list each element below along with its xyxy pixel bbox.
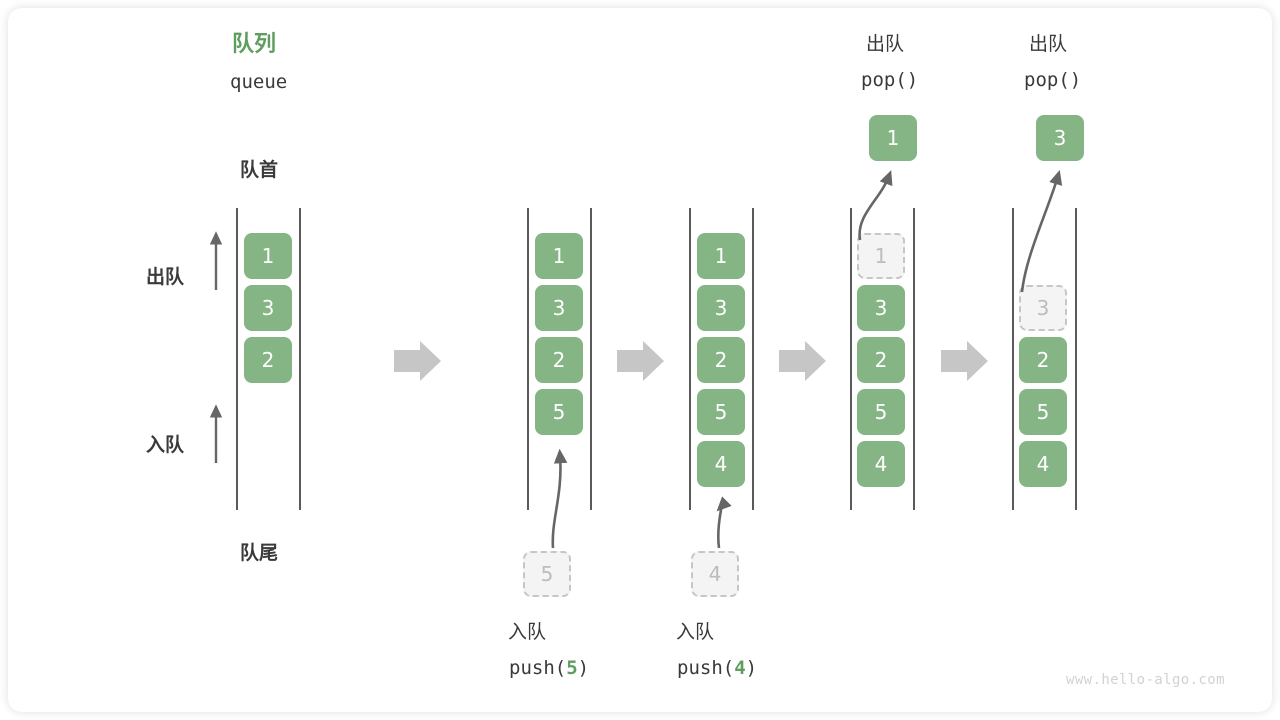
cell-step5-2: 2 [1019, 337, 1067, 383]
arrow-push-4 [716, 496, 732, 549]
push-2-code-arg: 4 [734, 657, 746, 679]
queue-rail-left-step1 [236, 208, 238, 510]
cell-step4-3: 5 [857, 389, 905, 435]
label-pop-1-cjk: 出队 [866, 33, 905, 55]
queue-rail-right-step3 [752, 208, 754, 510]
cell-step2-0: 1 [535, 233, 583, 279]
cell-step3-incoming: 4 [691, 551, 739, 597]
step-arrow-1 [394, 341, 441, 381]
cell-step1-0: 1 [244, 233, 292, 279]
cell-step2-2: 2 [535, 337, 583, 383]
push-1-code-prefix: push( [509, 657, 567, 679]
label-pop-2-cjk: 出队 [1029, 33, 1068, 55]
queue-rail-right-step4 [913, 208, 915, 510]
cell-step1-1: 3 [244, 285, 292, 331]
cell-step1-2: 2 [244, 337, 292, 383]
cell-step4-outgoing: 1 [869, 115, 917, 161]
push-1-code-arg: 5 [566, 657, 578, 679]
queue-rail-left-step5 [1012, 208, 1014, 510]
queue-rail-left-step4 [850, 208, 852, 510]
queue-rail-left-step2 [527, 208, 529, 510]
label-push-1-code: push(5) [509, 659, 589, 678]
cell-step2-1: 3 [535, 285, 583, 331]
arrow-pop-3 [1020, 170, 1063, 293]
arrow-push-5 [551, 448, 568, 549]
cell-step3-4: 4 [697, 441, 745, 487]
label-enqueue-side: 入队 [146, 434, 185, 456]
label-queue-front: 队首 [240, 159, 279, 181]
step-arrow-2 [617, 341, 664, 381]
queue-rail-right-step2 [590, 208, 592, 510]
cell-step3-3: 5 [697, 389, 745, 435]
label-queue-rear: 队尾 [240, 542, 279, 564]
cell-step2-incoming: 5 [523, 551, 571, 597]
cell-step5-outgoing: 3 [1036, 115, 1084, 161]
queue-rail-right-step5 [1075, 208, 1077, 510]
cell-step2-3: 5 [535, 389, 583, 435]
push-2-code-prefix: push( [677, 657, 735, 679]
queue-rail-left-step3 [689, 208, 691, 510]
cell-step4-2: 2 [857, 337, 905, 383]
label-push-2-code: push(4) [677, 659, 757, 678]
queue-rail-right-step1 [299, 208, 301, 510]
label-pop-1-code: pop() [861, 69, 919, 91]
arrow-pop-1 [858, 170, 893, 241]
cell-step5-4: 4 [1019, 441, 1067, 487]
cell-step3-2: 2 [697, 337, 745, 383]
cell-step4-1: 3 [857, 285, 905, 331]
push-1-code-suffix: ) [577, 657, 590, 679]
watermark: www.hello-algo.com [1066, 672, 1225, 688]
label-push-1-cjk: 入队 [508, 621, 547, 643]
step-arrow-3 [779, 341, 826, 381]
diagram-title-latin: queue [230, 71, 288, 93]
label-push-2-cjk: 入队 [676, 621, 715, 643]
label-dequeue-side: 出队 [146, 266, 185, 288]
cell-step3-1: 3 [697, 285, 745, 331]
push-2-code-suffix: ) [745, 657, 758, 679]
step-arrow-4 [941, 341, 988, 381]
cell-step5-3: 5 [1019, 389, 1067, 435]
cell-step3-0: 1 [697, 233, 745, 279]
label-pop-2-code: pop() [1024, 69, 1082, 91]
cell-step5-1: 3 [1019, 285, 1067, 331]
cell-step4-4: 4 [857, 441, 905, 487]
diagram-title-cjk: 队列 [232, 32, 277, 57]
cell-step4-0: 1 [857, 233, 905, 279]
